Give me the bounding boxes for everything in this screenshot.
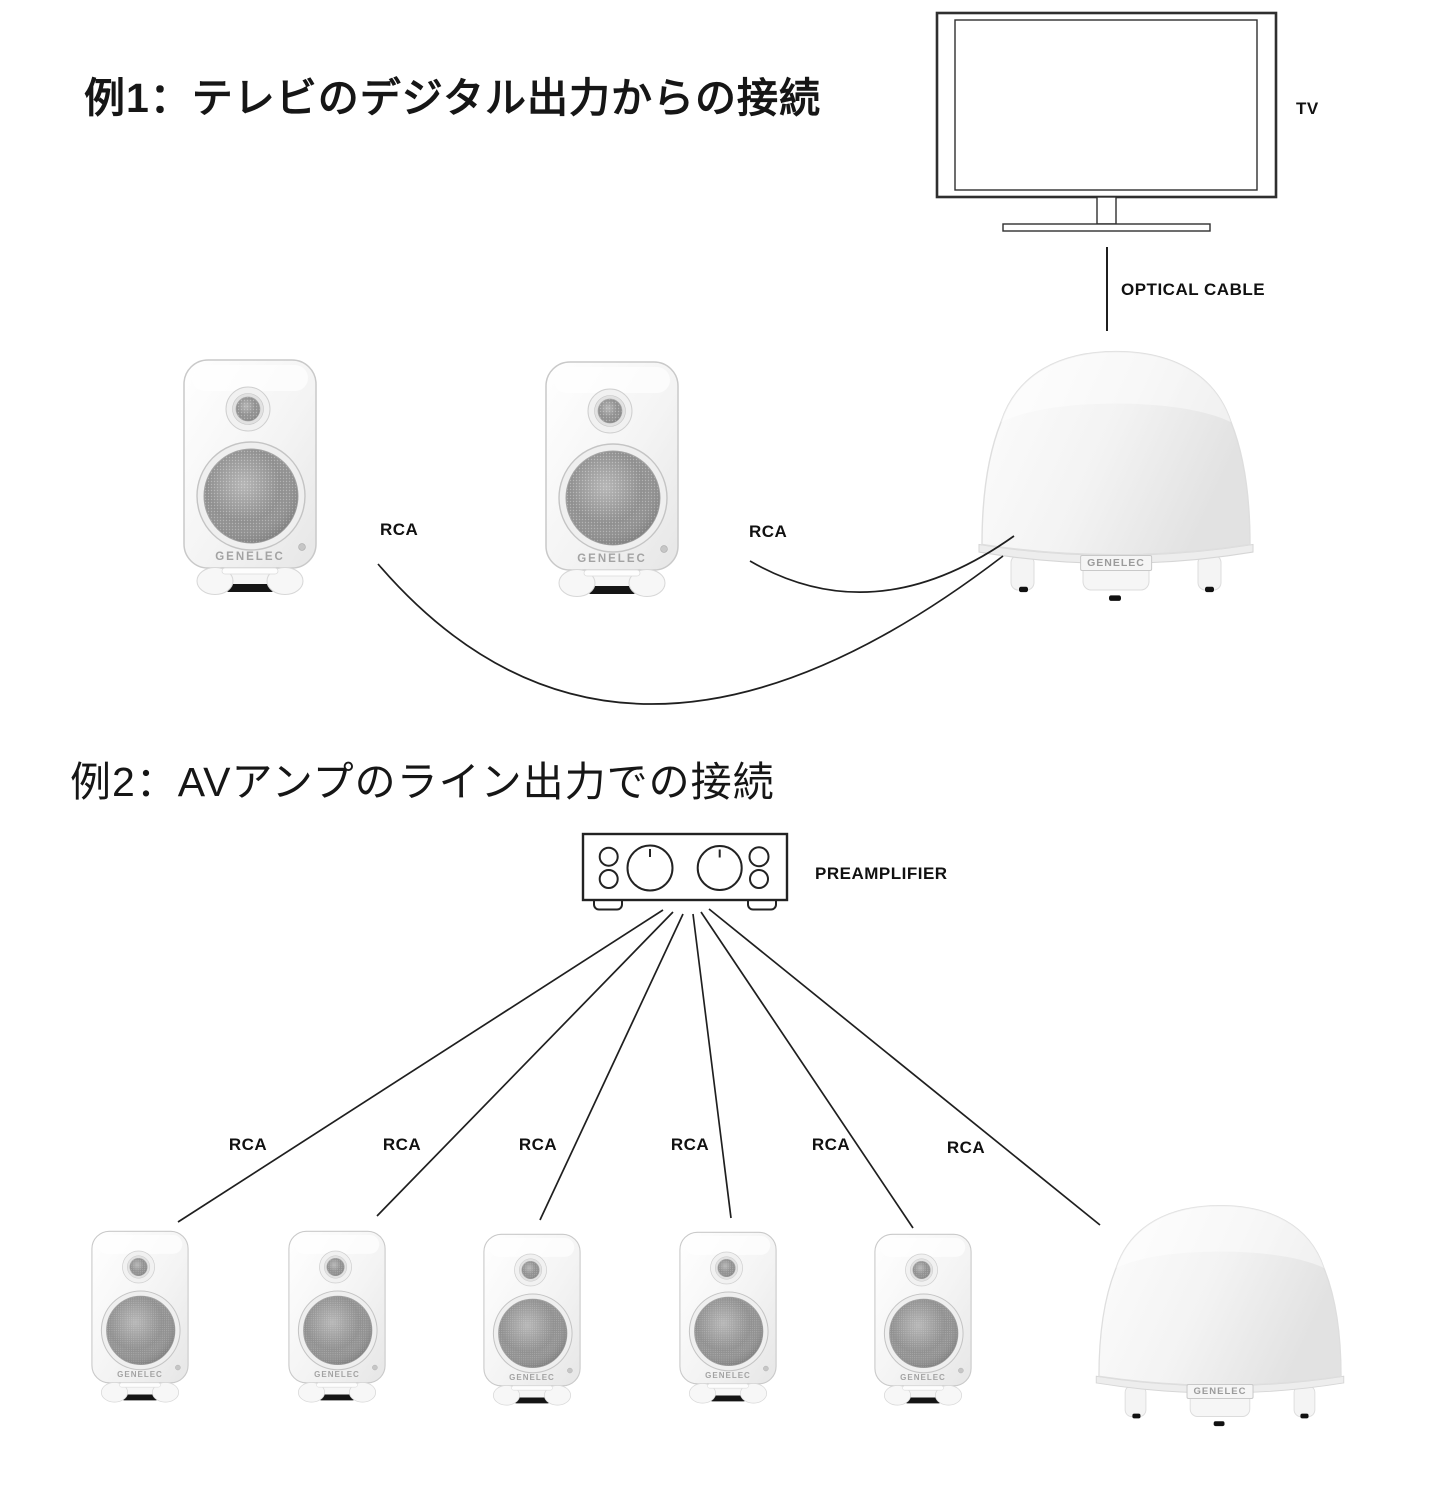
example1-rca-label-1: RCA [380, 520, 419, 539]
preamp-knob-left [626, 844, 674, 892]
rca-line-sub [708, 908, 1101, 1226]
subwoofer-example1: GENELEC [971, 343, 1261, 608]
preamp-button-bottom-right [749, 869, 769, 889]
speaker-left: GENELEC [180, 357, 320, 601]
example2-rca-label-6: RCA [946, 1138, 986, 1157]
example2-rca-label-5: RCA [811, 1135, 851, 1154]
speaker-graphic [872, 1232, 974, 1410]
preamp-foot-left [593, 900, 623, 911]
example1-rca-label-2: RCA [749, 522, 788, 541]
speaker-brand-label: GENELEC [117, 1370, 163, 1380]
rca-line-ch4 [692, 913, 732, 1219]
preamp-foot-right [747, 900, 777, 911]
preamplifier-figure [581, 832, 789, 911]
speaker-graphic [542, 359, 682, 603]
example1-title: 例1：テレビのデジタル出力からの接続 [84, 75, 821, 121]
rca-line-ch5 [700, 911, 914, 1229]
preamp-button-bottom-left [598, 869, 619, 889]
speaker-ch1: GENELEC [89, 1229, 191, 1407]
preamp-chassis [581, 832, 789, 902]
speaker-graphic [89, 1229, 191, 1407]
speaker-brand-label: GENELEC [314, 1370, 360, 1380]
speaker-ch5: GENELEC [872, 1232, 974, 1410]
rca-line-ch2 [376, 911, 674, 1217]
optical-cable-label: OPTICAL CABLE [1121, 280, 1266, 299]
preamp-knob-right [696, 845, 743, 891]
example2-title: 例2：AVアンプのライン出力での接続 [70, 759, 775, 805]
speaker-brand-label: GENELEC [705, 1371, 751, 1381]
tv-stand-base [1002, 223, 1211, 232]
preamp-button-top-left [598, 846, 619, 867]
subwoofer-example2: GENELEC [1089, 1198, 1351, 1433]
tv-label: TV [1296, 99, 1319, 118]
speaker-graphic [677, 1230, 779, 1408]
rca-line-ch1 [177, 909, 664, 1223]
tv-stand-pole [1096, 196, 1117, 225]
speaker-ch3: GENELEC [481, 1232, 583, 1410]
rca-line-ch3 [539, 913, 684, 1221]
speaker-brand-label: GENELEC [900, 1373, 946, 1383]
subwoofer-brand-badge: GENELEC [1080, 555, 1152, 571]
example2-rca-label-2: RCA [382, 1135, 422, 1154]
speaker-graphic [180, 357, 320, 601]
speaker-brand-label: GENELEC [577, 553, 647, 566]
tv-screen [954, 19, 1258, 191]
speaker-ch4: GENELEC [677, 1230, 779, 1408]
speaker-right: GENELEC [542, 359, 682, 603]
example2-rca-label-3: RCA [518, 1135, 558, 1154]
preamplifier-label: PREAMPLIFIER [815, 864, 948, 883]
tv-figure [935, 11, 1278, 232]
rca-cable-left-speaker [377, 555, 1004, 705]
speaker-ch2: GENELEC [286, 1229, 388, 1407]
speaker-graphic [481, 1232, 583, 1410]
example2-rca-label-1: RCA [228, 1135, 268, 1154]
speaker-brand-label: GENELEC [215, 551, 285, 564]
speaker-graphic [286, 1229, 388, 1407]
subwoofer-brand-badge: GENELEC [1186, 1384, 1254, 1399]
example2-rca-label-4: RCA [670, 1135, 710, 1154]
preamp-button-top-right [748, 846, 770, 868]
speaker-brand-label: GENELEC [509, 1373, 555, 1383]
